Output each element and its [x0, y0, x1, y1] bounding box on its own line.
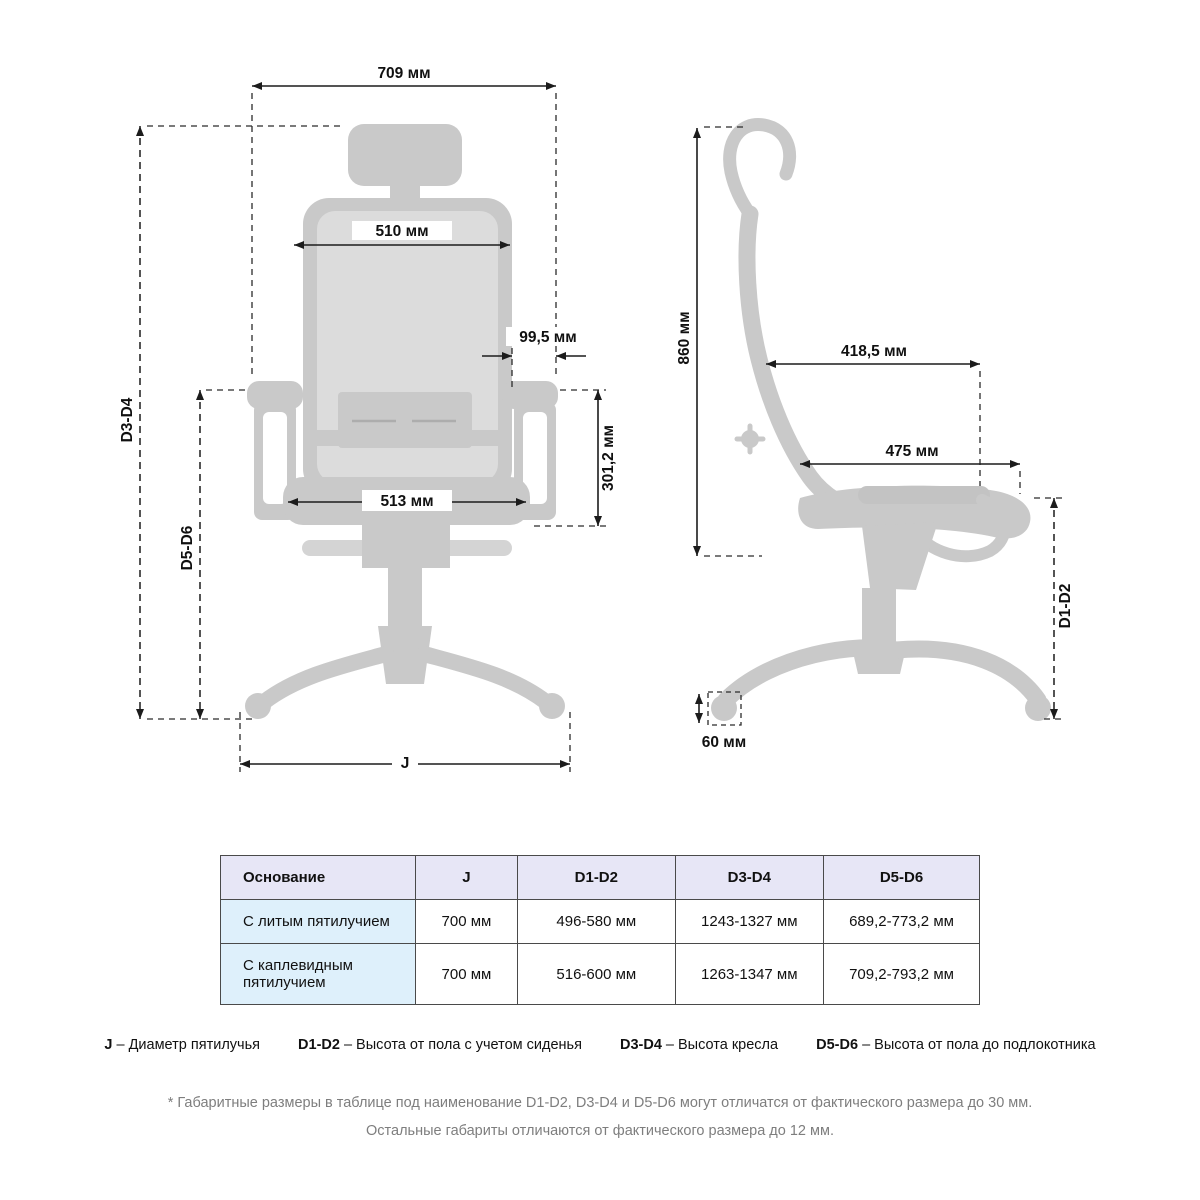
- front-armrest-support-right-cutout: [523, 412, 547, 504]
- front-view-chair: [245, 124, 565, 719]
- legend-item-d3d4: D3-D4 – Высота кресла: [620, 1037, 778, 1053]
- side-view-chair: [711, 118, 1051, 721]
- legend-term-d5d6: D5-D6: [816, 1037, 859, 1053]
- table-header-row: Основание J D1-D2 D3-D4 D5-D6: [220, 855, 980, 900]
- table-row-cast-base: С литым пятилучием 700 мм 496-580 мм 124…: [220, 899, 980, 944]
- table-header-d5d6: D5-D6: [823, 855, 980, 900]
- front-base-diameter-label: J: [401, 755, 410, 772]
- front-base-leg-left: [256, 646, 394, 710]
- legend-desc-d3d4: – Высота кресла: [665, 1037, 779, 1053]
- cell-cast-j: 700 мм: [414, 899, 519, 944]
- side-view-dimensions: 860 мм 418,5 мм 475 мм D1-D2 60 мм: [676, 126, 1074, 751]
- footnote-line-2: Остальные габариты отличаются от фактиче…: [366, 1123, 834, 1140]
- front-caster-left: [245, 693, 271, 719]
- front-backrest-height-label: 301,2 мм: [600, 425, 617, 491]
- front-backrest-width-label: 510 мм: [375, 223, 428, 240]
- table-row-drop-base: С каплевидным пятилучием 700 мм 516-600 …: [220, 943, 980, 1005]
- legend-desc-d1d2: – Высота от пола с учетом сиденья: [343, 1037, 582, 1053]
- side-caster-bounding-box: [707, 691, 742, 726]
- front-mechanism: [362, 522, 450, 568]
- legend-desc-j: – Диаметр пятилучья: [116, 1037, 260, 1053]
- side-adjust-knob: [734, 423, 766, 455]
- cell-cast-d1d2: 496-580 мм: [517, 899, 676, 944]
- front-armrest-offset-label: 99,5 мм: [519, 329, 576, 346]
- dimensions-table: Основание J D1-D2 D3-D4 D5-D6 С литым пя…: [220, 855, 980, 1005]
- legend-term-d1d2: D1-D2: [298, 1037, 340, 1053]
- table-header-base: Основание: [220, 855, 416, 900]
- row-label-drop-base: С каплевидным пятилучием: [220, 943, 416, 1005]
- chair-dimensions-diagram: 709 мм 510 мм 99,5 мм 301,2 мм 513 мм: [119, 65, 1074, 772]
- table-header-d3d4: D3-D4: [674, 855, 825, 900]
- legend: J – Диаметр пятилучья D1-D2 – Высота от …: [25, 1037, 1175, 1053]
- cell-drop-d3d4: 1263-1347 мм: [674, 943, 825, 1005]
- cell-cast-d3d4: 1243-1327 мм: [674, 899, 825, 944]
- front-headrest: [348, 124, 462, 186]
- legend-item-d5d6: D5-D6 – Высота от пола до подлокотника: [816, 1037, 1095, 1053]
- legend-term-j: J: [104, 1037, 113, 1053]
- side-mechanism: [862, 522, 938, 590]
- side-base: [717, 639, 1047, 709]
- side-seat-height-label: D1-D2: [1057, 584, 1074, 629]
- side-gas-lift: [862, 588, 896, 648]
- row-label-cast-base: С литым пятилучием: [220, 899, 416, 944]
- side-caster-size-label: 60 мм: [702, 734, 746, 751]
- front-gas-lift: [388, 566, 422, 628]
- legend-item-j: J – Диаметр пятилучья: [104, 1037, 260, 1053]
- front-lumbar-support: [338, 392, 472, 448]
- front-armrest-support-left-cutout: [263, 412, 287, 504]
- cell-cast-d5d6: 689,2-773,2 мм: [823, 899, 980, 944]
- side-caster-right: [1025, 695, 1051, 721]
- cell-drop-d1d2: 516-600 мм: [517, 943, 676, 1005]
- front-caster-right: [539, 693, 565, 719]
- front-base-leg-right: [416, 646, 554, 710]
- side-armrest-pad: [858, 486, 990, 504]
- front-gas-lift-cone: [378, 626, 432, 684]
- footnote-line-1: * Габаритные размеры в таблице под наиме…: [167, 1095, 1033, 1111]
- table-header-j: J: [414, 855, 519, 900]
- front-armrest-height-label: D5-D6: [179, 525, 196, 570]
- legend-term-d3d4: D3-D4: [619, 1037, 662, 1053]
- front-seat-width-label: 513 мм: [380, 493, 433, 510]
- front-armrest-pad-left: [247, 381, 303, 409]
- side-armrest-support: [910, 494, 1011, 563]
- side-seat-depth-label: 475 мм: [885, 443, 938, 460]
- side-back-height-label: 860 мм: [676, 311, 693, 364]
- table-header-d1d2: D1-D2: [517, 855, 676, 900]
- side-headrest: [723, 118, 797, 221]
- front-chair-height-label: D3-D4: [119, 397, 136, 442]
- legend-desc-d5d6: – Высота от пола до подлокотника: [862, 1037, 1096, 1053]
- front-view-dimensions: 709 мм 510 мм 99,5 мм 301,2 мм 513 мм: [119, 65, 617, 772]
- footnotes: * Габаритные размеры в таблице под наиме…: [0, 1089, 1200, 1146]
- front-overall-width-label: 709 мм: [377, 65, 430, 82]
- cell-drop-d5d6: 709,2-793,2 мм: [823, 943, 980, 1005]
- side-caster-left: [711, 695, 737, 721]
- side-upper-depth-label: 418,5 мм: [841, 343, 907, 360]
- cell-drop-j: 700 мм: [414, 943, 519, 1005]
- legend-item-d1d2: D1-D2 – Высота от пола с учетом сиденья: [298, 1037, 582, 1053]
